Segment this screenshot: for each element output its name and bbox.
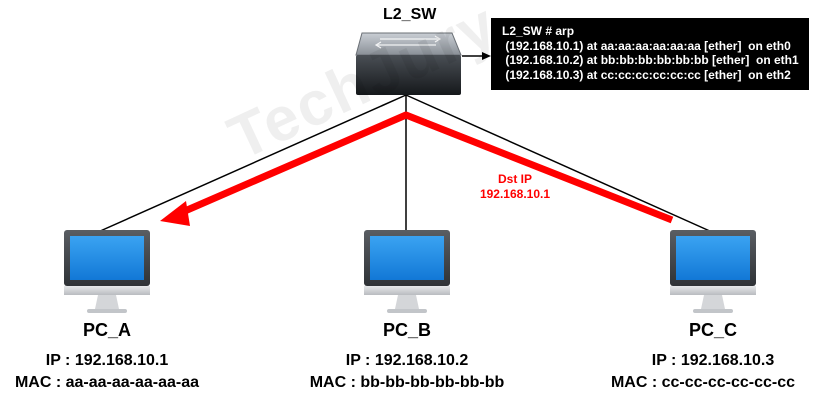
pc-b-monitor-icon [364,230,450,313]
pc-b-ip: IP : 192.168.10.2 [345,352,469,369]
link-sw-pc-a [97,94,407,233]
pc-c-monitor-icon [670,230,756,313]
arp-pointer-arrowhead [482,52,491,60]
packet-dst-label: Dst IP [497,172,532,186]
arp-entry: (192.168.10.3) at cc:cc:cc:cc:cc:cc [eth… [502,67,791,82]
arp-table-panel: L2_SW # arp (192.168.10.1) at aa:aa:aa:a… [491,18,809,90]
pc-a-name: PC_A [82,320,131,340]
pc-c-ip: IP : 192.168.10.3 [651,352,775,369]
arp-entry: (192.168.10.1) at aa:aa:aa:aa:aa:aa [eth… [502,38,791,53]
pc-c-name: PC_C [688,320,737,340]
pc-a-monitor-icon [64,230,150,313]
switch-label: L2_SW [383,6,437,23]
link-sw-pc-c [405,94,713,233]
packet-dst-ip: 192.168.10.1 [479,187,551,201]
arp-entry: (192.168.10.2) at bb:bb:bb:bb:bb:bb [eth… [502,53,799,67]
arp-prompt: L2_SW # arp [502,24,575,38]
pc-b-mac: MAC : bb-bb-bb-bb-bb-bb [309,374,505,391]
packet-path-arrow [176,111,674,224]
pc-c-mac: MAC : cc-cc-cc-cc-cc-cc [610,374,796,391]
pc-b-name: PC_B [382,320,431,340]
packet-label: Dst IP 192.168.10.1 [470,172,560,202]
packet-arrowhead [160,201,190,226]
pc-a-mac: MAC : aa-aa-aa-aa-aa-aa [14,374,200,391]
pc-a-ip: IP : 192.168.10.1 [45,352,169,369]
l2-switch-icon [355,32,462,95]
